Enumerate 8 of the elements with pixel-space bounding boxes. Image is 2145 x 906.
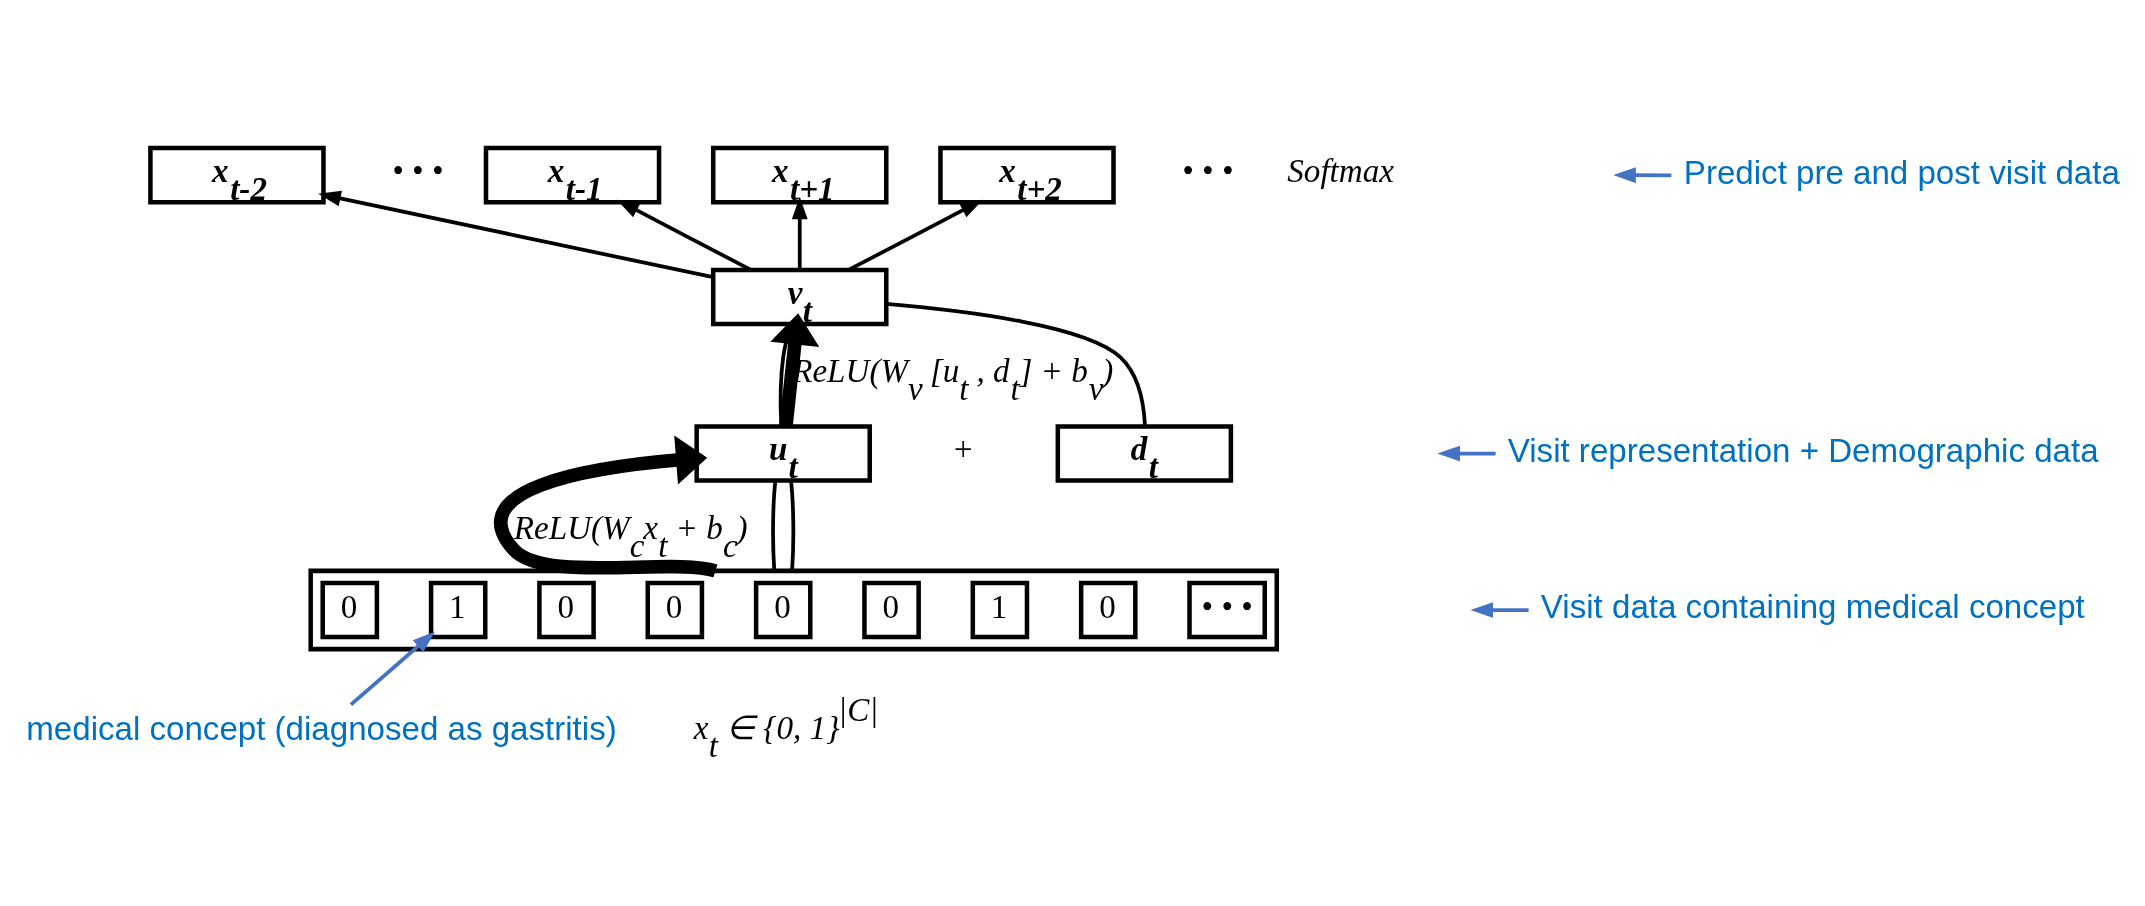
label: + [951, 430, 975, 467]
label: • • • [391, 152, 444, 189]
node-text: Predict pre and post visit data [1683, 153, 2120, 191]
label: Softmax [1287, 152, 1394, 189]
node-text: medical concept (diagnosed as gastritis) [26, 709, 617, 747]
node-text: Visit data containing medical concept [1540, 587, 2085, 625]
node-text: Visit representation + Demographic data [1507, 431, 2099, 469]
label: • • • [1181, 152, 1234, 189]
